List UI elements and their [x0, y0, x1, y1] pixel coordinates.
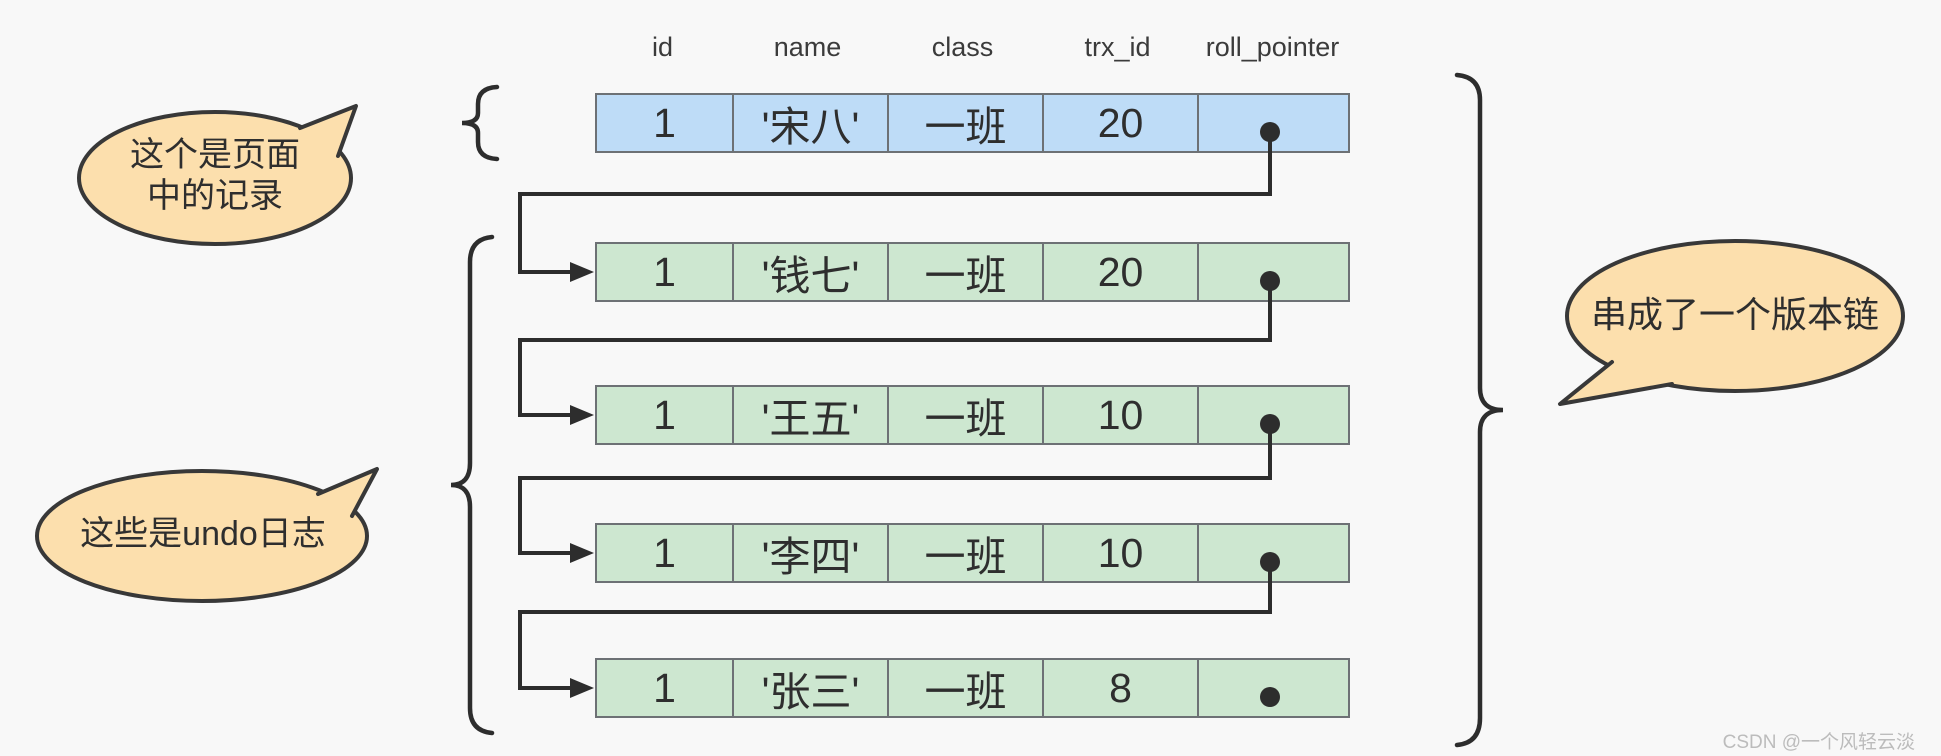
cell-roll-pointer: [1197, 244, 1348, 300]
column-header-trx-id: trx_id: [1084, 32, 1151, 62]
cell-id: 1: [653, 99, 676, 146]
undo-log-row: 1 '王五' 一班 10: [595, 385, 1350, 445]
cell-id: 1: [653, 664, 676, 711]
undo-log-row: 1 '张三' 一班 8: [595, 658, 1350, 718]
brace-version-chain: [1454, 72, 1504, 748]
cell-id: 1: [653, 529, 676, 576]
cell-trx-id: 20: [1042, 244, 1197, 300]
cell-trx-id: 20: [1042, 95, 1197, 151]
cell-class: 一班: [887, 660, 1042, 716]
cell-class: 一班: [887, 244, 1042, 300]
column-header-id: id: [651, 32, 673, 62]
cell-id: 1: [653, 391, 676, 438]
cell-roll-pointer: [1197, 660, 1348, 716]
column-header-class: class: [931, 32, 994, 62]
cell-name: '王五': [732, 387, 887, 443]
undo-log-row: 1 '李四' 一班 10: [595, 523, 1350, 583]
brace-undo-logs: [450, 234, 495, 736]
cell-roll-pointer: [1197, 387, 1348, 443]
column-header-roll-pointer: roll_pointer: [1205, 32, 1340, 62]
callout-version-chain-label: 串成了一个版本链: [1590, 294, 1879, 335]
cell-class: 一班: [887, 525, 1042, 581]
version-pointer-arrowhead: [570, 262, 594, 282]
cell-trx-id: 10: [1042, 525, 1197, 581]
cell-trx-id: 10: [1042, 387, 1197, 443]
cell-class: 一班: [887, 95, 1042, 151]
cell-id: 1: [653, 248, 676, 295]
version-pointer-arrowhead: [570, 543, 594, 563]
callout-line: 这个是页面: [130, 136, 300, 174]
watermark: CSDN @一个风轻云淡: [1722, 732, 1915, 753]
callout-undo-logs-label: 这些是undo日志: [80, 515, 326, 553]
callout-tail-version-chain: [1558, 360, 1674, 406]
column-header-name: name: [773, 32, 842, 62]
version-pointer-arrowhead: [570, 405, 594, 425]
cell-name: '宋八': [732, 95, 887, 151]
page-record-row: 1 '宋八' 一班 20: [595, 93, 1350, 153]
cell-name: '李四': [732, 525, 887, 581]
cell-class: 一班: [887, 387, 1042, 443]
undo-log-row: 1 '钱七' 一班 20: [595, 242, 1350, 302]
cell-name: '张三': [732, 660, 887, 716]
callout-page-record-label: 这个是页面 中的记录: [75, 135, 355, 218]
callout-line: 中的记录: [147, 177, 283, 216]
cell-roll-pointer: [1197, 525, 1348, 581]
callout-tail-undo-logs: [316, 467, 379, 518]
version-pointer-arrowhead: [570, 678, 594, 698]
brace-page-record: [461, 84, 500, 162]
cell-name: '钱七': [732, 244, 887, 300]
table-header-row: id name class trx_id roll_pointer: [595, 26, 1350, 68]
cell-trx-id: 8: [1042, 660, 1197, 716]
cell-roll-pointer: [1197, 95, 1348, 151]
